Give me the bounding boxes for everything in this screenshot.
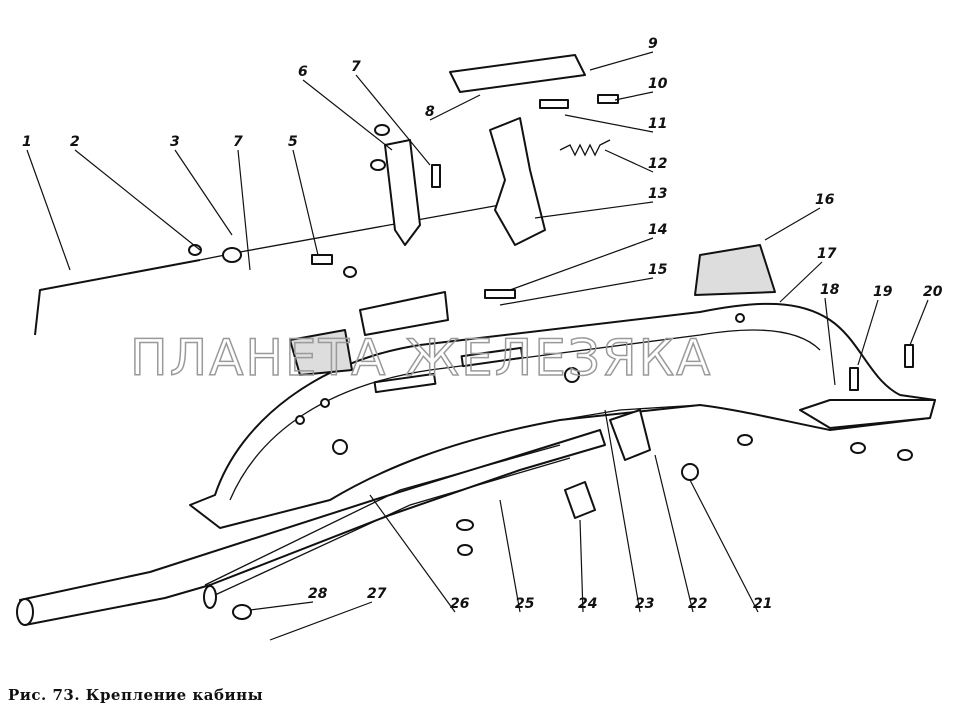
callout-number: 17: [817, 246, 837, 262]
callout-number: 21: [753, 596, 772, 612]
callout-number: 23: [635, 596, 654, 612]
callout-number: 24: [578, 596, 597, 612]
callout-leaders: [26, 51, 929, 641]
callout-number: 19: [873, 284, 893, 300]
leader-line: [604, 149, 654, 173]
leader-line: [302, 79, 393, 151]
callout-number: 13: [648, 186, 667, 202]
callout-number: 25: [515, 596, 535, 612]
callout-number: 3: [170, 134, 180, 150]
leader-line: [857, 299, 879, 366]
callout-number: 16: [815, 192, 835, 208]
leader-line: [269, 601, 373, 641]
leader-line: [824, 297, 836, 386]
leader-line: [355, 74, 431, 166]
callout-number: 9: [648, 36, 658, 52]
leader-line: [779, 261, 823, 303]
leader-line: [614, 91, 654, 101]
callout-number: 14: [648, 222, 667, 238]
callout-number: 8: [425, 104, 435, 120]
leader-line: [249, 601, 314, 611]
callout-number: 20: [923, 284, 943, 300]
leader-line: [74, 149, 201, 251]
callout-number: 11: [648, 116, 667, 132]
callout-number: 27: [367, 586, 387, 602]
callout-number: 22: [688, 596, 707, 612]
leader-line: [604, 409, 641, 613]
leader-line: [579, 519, 584, 613]
callout-number: 18: [820, 282, 840, 298]
callout-number: 26: [450, 596, 470, 612]
watermark: ПЛАНЕТА ЖЕЛЕЗЯКА: [130, 329, 712, 387]
callout-number: 7: [351, 59, 361, 75]
leader-line: [589, 51, 654, 71]
callout-number: 15: [648, 262, 668, 278]
leader-line: [689, 479, 759, 613]
leader-line: [174, 149, 233, 236]
leader-line: [499, 499, 521, 613]
leader-line: [654, 454, 694, 613]
callout-number: 1: [22, 134, 32, 150]
callout-number: 6: [298, 64, 308, 80]
leader-line: [429, 94, 481, 121]
callout-number: 12: [648, 156, 667, 172]
leader-line: [764, 207, 821, 241]
leader-line: [26, 149, 71, 271]
cab-mount-frame: [16, 54, 936, 626]
callout-number: 28: [308, 586, 328, 602]
figure-caption: Рис. 73. Крепление кабины: [8, 686, 264, 704]
leader-line: [292, 149, 319, 256]
leader-line: [369, 494, 456, 613]
callout-number: 10: [648, 76, 668, 92]
leader-line: [237, 149, 251, 271]
leader-line: [909, 299, 929, 346]
leader-line: [534, 201, 654, 219]
callout-number: 2: [70, 134, 80, 150]
leader-line: [499, 277, 654, 306]
callout-number: 5: [288, 134, 298, 150]
leader-line: [564, 114, 654, 133]
callout-number: 7: [233, 134, 243, 150]
leader-line: [509, 237, 654, 291]
